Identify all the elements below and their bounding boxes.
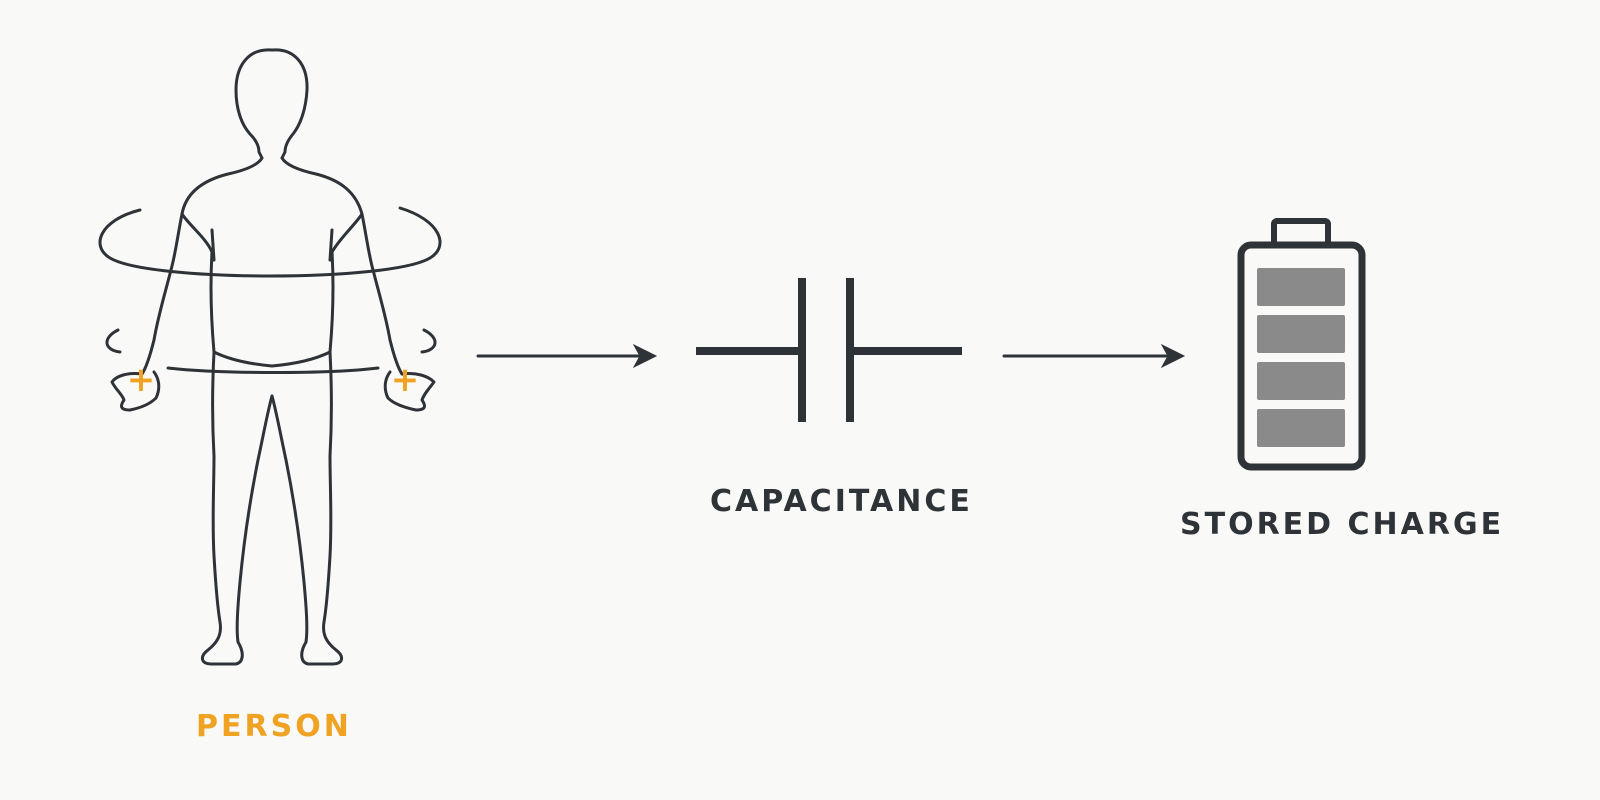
person-body-left bbox=[140, 156, 274, 666]
capacitance-label: CAPACITANCE bbox=[710, 484, 973, 519]
battery-full-icon bbox=[1237, 218, 1366, 471]
person-outline-icon bbox=[110, 48, 436, 666]
battery-bar bbox=[1257, 362, 1345, 400]
arrow-right-icon bbox=[1002, 343, 1186, 369]
person-right-hand bbox=[383, 370, 436, 412]
left-swirl bbox=[105, 328, 122, 354]
person-label: PERSON bbox=[196, 709, 352, 744]
battery-bar bbox=[1257, 315, 1345, 353]
lower-orbit-ring bbox=[166, 366, 380, 374]
battery-bar bbox=[1257, 268, 1345, 306]
battery-bars bbox=[1257, 268, 1345, 447]
person-head bbox=[234, 48, 309, 160]
arrow-right-icon bbox=[476, 343, 658, 369]
person-body-right bbox=[270, 156, 404, 666]
left-hand-charge-icon: + bbox=[127, 360, 156, 400]
person-left-hand bbox=[110, 370, 161, 412]
orbit-rings bbox=[98, 206, 442, 374]
right-swirl bbox=[420, 328, 437, 354]
battery-bar bbox=[1257, 409, 1345, 447]
capacitor-symbol-icon bbox=[696, 278, 962, 422]
stored-charge-label: STORED CHARGE bbox=[1180, 507, 1505, 542]
person-inner-legs bbox=[212, 350, 332, 368]
person-chest-lines bbox=[210, 228, 334, 262]
right-hand-charge-icon: + bbox=[391, 360, 420, 400]
upper-orbit-ring bbox=[98, 206, 442, 278]
